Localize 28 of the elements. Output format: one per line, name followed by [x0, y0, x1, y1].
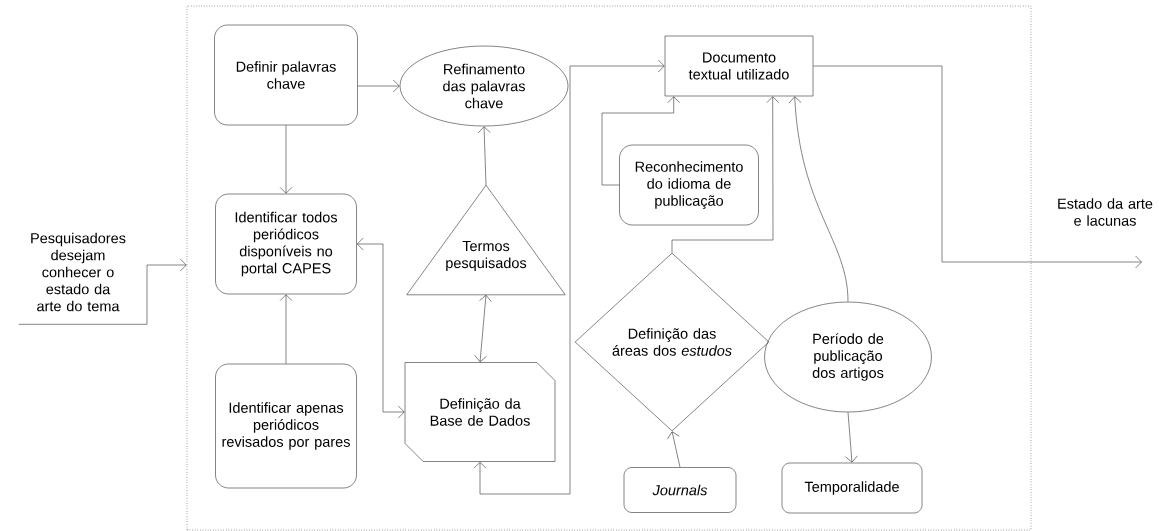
arrow	[279, 294, 293, 364]
arrow	[357, 79, 400, 93]
document-box: Documento textual utilizado	[664, 35, 814, 97]
triangle: Termos pesquisados	[406, 184, 566, 296]
arrow	[279, 125, 293, 194]
process-box: Reconhecimento do idioma de publicação	[619, 144, 759, 226]
process-box: Journals	[623, 467, 737, 513]
ellipse-node: Período de publicação dos artigos	[764, 301, 932, 413]
arrow	[356, 237, 405, 419]
process-box: Definir palavras chave	[214, 24, 358, 126]
arrow	[601, 96, 680, 186]
process-box: Identificar todos periódicos disponíveis no portal CAPES	[215, 193, 357, 295]
arrow	[845, 412, 858, 463]
arrow	[813, 65, 1142, 269]
arrow	[788, 96, 849, 302]
output-text: Estado da arte e lacunas	[1058, 198, 1153, 226]
arrow	[671, 96, 779, 253]
arrow	[474, 294, 492, 363]
database-box: Definição da Base de Dados	[404, 362, 556, 462]
ellipse-node: Refinamento das palavras chave	[399, 45, 569, 127]
arrow	[473, 59, 665, 495]
dotted-frame	[186, 5, 1032, 531]
arrow	[477, 126, 491, 186]
process-box: Identificar apenas periódicos revisados por pares	[215, 363, 357, 489]
arrow	[18, 258, 187, 325]
arrow	[667, 431, 681, 468]
process-box: Temporalidade	[781, 462, 923, 514]
input-text: Pesquisadores desejam conhecer o estado da arte do tema	[31, 232, 126, 312]
